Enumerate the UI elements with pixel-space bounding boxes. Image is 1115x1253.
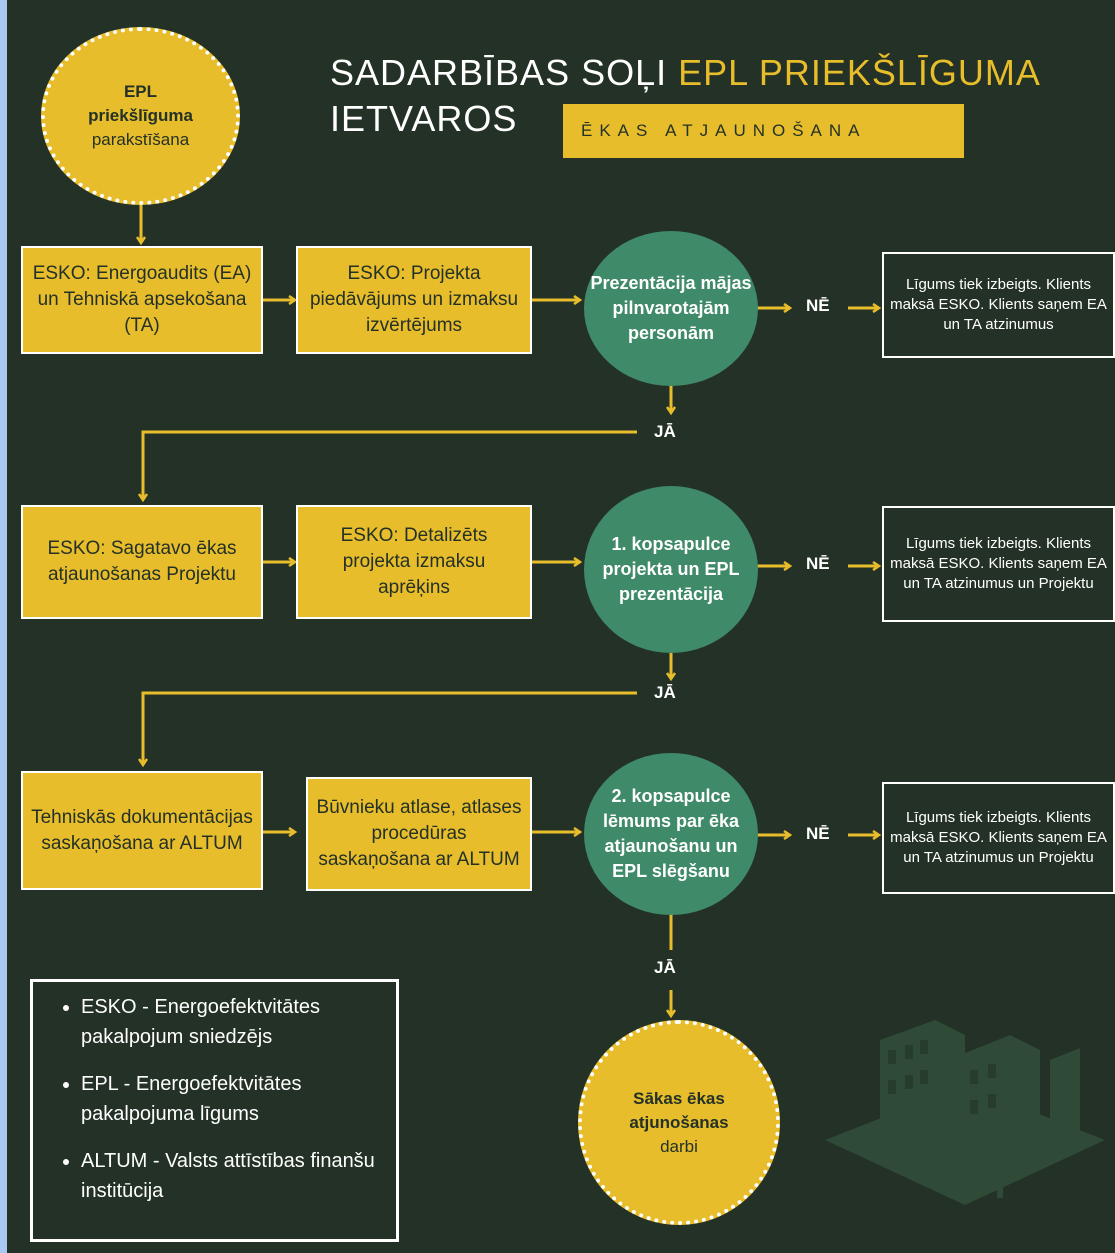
end-normal: darbi [660,1136,698,1156]
row1-no-result: Līgums tiek izbeigts. Klients maksā ESKO… [882,252,1115,358]
row1-box1: ESKO: Energoaudits (EA) un Tehniskā apse… [21,246,263,354]
row1-yes-label: JĀ [654,422,676,441]
legend-item-epl: EPL - Energoefektvitātes pakalpojuma līg… [81,1069,396,1129]
row3-box1: Tehniskās dokumentācijas saskaņošana ar … [21,771,263,890]
row1-no-label: NĒ [806,296,830,315]
row2-box1: ESKO: Sagatavo ēkas atjaunošanas Projekt… [21,505,263,619]
legend-box: ESKO - Energoefektvitātes pakalpojum sni… [30,979,399,1242]
row2-yes-label: JĀ [654,683,676,702]
arrow-r1-return [143,430,637,500]
row1-decision: Prezentācija mājas pilnvarotajām personā… [584,231,758,386]
title-line1: SADARBĪBAS SOĻI [330,52,679,93]
end-bold: Sākas ēkas atjunošanas [629,1088,729,1132]
page-title: SADARBĪBAS SOĻI EPL PRIEKŠLĪGUMA IETVARO… [330,50,1041,142]
row3-box2: Būvnieku atlase, atlases procedūras sask… [306,777,532,891]
legend-list: ESKO - Energoefektvitātes pakalpojum sni… [33,982,396,1206]
arrow-r2-return [143,691,637,765]
title-line2: IETVAROS [330,98,518,139]
row1-box2: ESKO: Projekta piedāvājums un izmaksu iz… [296,246,532,354]
row3-decision: 2. kopsapulce lēmums par ēka atjaunošanu… [584,753,758,915]
title-tag: ĒKAS ATJAUNOŠANA [563,104,964,158]
start-normal: parakstīšana [91,130,190,149]
legend-item-altum: ALTUM - Valsts attīstības finanšu instit… [81,1146,396,1206]
row3-no-label: NĒ [806,824,830,843]
building-icon [825,1020,1105,1205]
row2-no-label: NĒ [806,554,830,573]
row3-no-result: Līgums tiek izbeigts. Klients maksā ESKO… [882,782,1115,894]
legend-item-esko: ESKO - Energoefektvitātes pakalpojum sni… [81,992,396,1052]
row3-yes-label: JĀ [654,958,676,977]
row2-no-result: Līgums tiek izbeigts. Klients maksā ESKO… [882,506,1115,622]
title-highlight: EPL PRIEKŠLĪGUMA [678,52,1041,93]
start-bold: EPL priekšlīguma [88,82,193,125]
row2-decision: 1. kopsapulce projekta un EPL prezentāci… [584,486,758,653]
left-edge-strip [0,0,7,1253]
end-node: Sākas ēkas atjunošanas darbi [578,1020,780,1225]
row2-box2: ESKO: Detalizēts projekta izmaksu aprēķi… [296,505,532,619]
start-node: EPL priekšlīguma parakstīšana [41,27,240,205]
